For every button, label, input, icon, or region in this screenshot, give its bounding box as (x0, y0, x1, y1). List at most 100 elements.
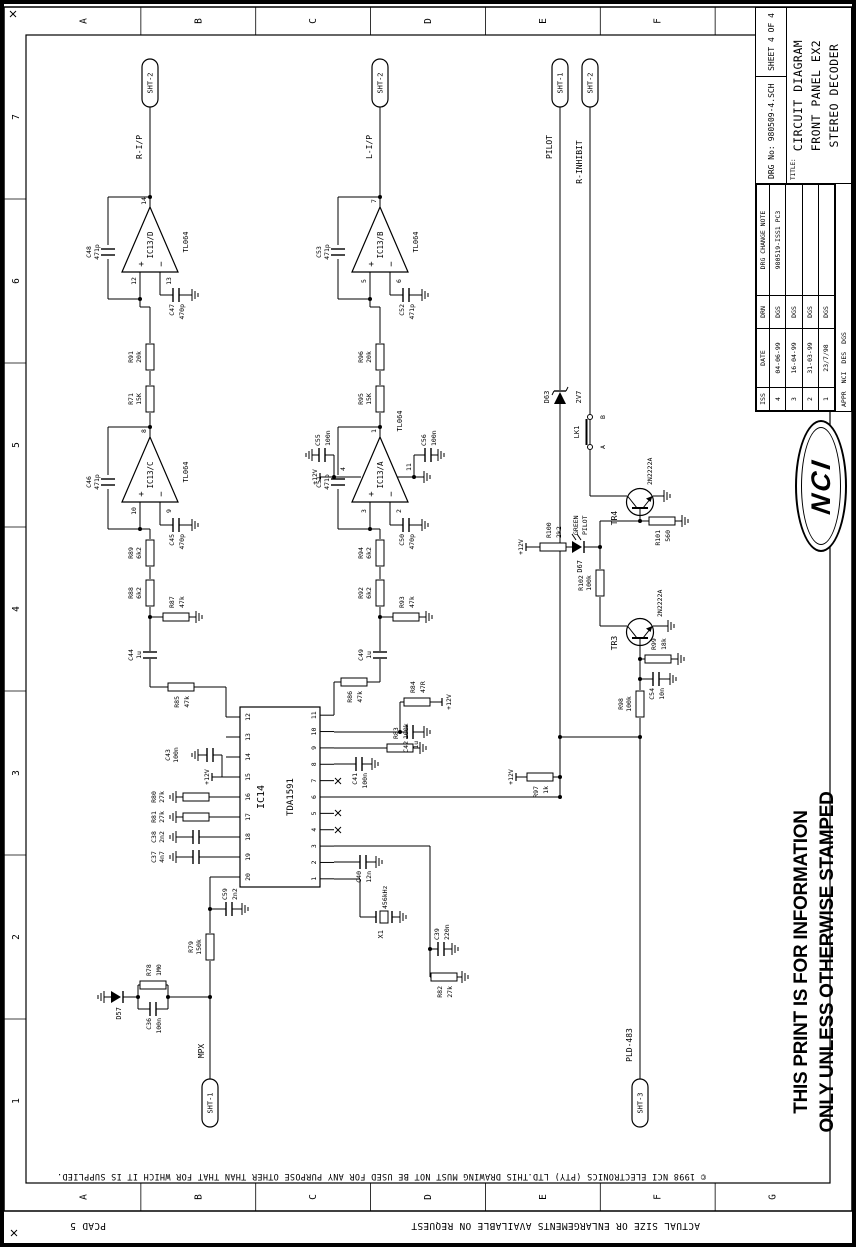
svg-text:C59: C59 (221, 888, 229, 900)
transistor-TR3 (625, 617, 655, 647)
svg-text:IC13/A: IC13/A (376, 461, 385, 489)
svg-text:2n2: 2n2 (158, 831, 166, 843)
junction-dot (138, 297, 142, 301)
svg-text:4: 4 (339, 467, 347, 471)
ground-icon (191, 289, 199, 301)
junction-dot (638, 657, 642, 661)
svg-text:C53: C53 (315, 246, 323, 258)
svg-text:R83: R83 (392, 727, 400, 739)
revision-cell: 04-06-99 (769, 328, 786, 388)
svg-text:15: 15 (244, 773, 252, 781)
svg-text:R98: R98 (617, 698, 625, 710)
junction-dot (368, 297, 372, 301)
svg-text:C55: C55 (314, 434, 322, 446)
svg-text:456kHz: 456kHz (381, 885, 389, 909)
svg-text:6: 6 (395, 279, 403, 283)
svg-text:1M0: 1M0 (155, 964, 163, 976)
svg-text:R93: R93 (398, 596, 406, 608)
svg-text:47k: 47k (178, 596, 186, 608)
stamp-line2: ONLY UNLESS OTHERWISE STAMPED (816, 791, 838, 1133)
sheet-connector: SHT-2 (141, 58, 159, 108)
svg-text:14: 14 (140, 197, 148, 205)
svg-text:9: 9 (165, 509, 173, 513)
svg-text:+12V: +12V (507, 769, 515, 785)
ground-icon (669, 673, 677, 685)
svg-text:R89: R89 (127, 547, 135, 559)
svg-text:+12V: +12V (517, 539, 525, 555)
svg-text:13: 13 (244, 733, 252, 741)
svg-text:IC13/D: IC13/D (146, 231, 155, 259)
svg-text:A: A (78, 18, 89, 24)
svg-text:18k: 18k (660, 638, 668, 650)
svg-text:E: E (538, 1194, 549, 1200)
transistor-TR4 (625, 487, 655, 517)
svg-text:R97: R97 (532, 786, 540, 798)
svg-text:6k2: 6k2 (135, 547, 143, 559)
ground-icon (195, 611, 203, 623)
ground-icon (169, 851, 177, 863)
junction-dot (148, 615, 152, 619)
ground-symbols (97, 289, 689, 1003)
svg-text:TL064: TL064 (396, 410, 404, 431)
svg-text:SHT-2: SHT-2 (377, 72, 385, 93)
svg-text:R88: R88 (127, 587, 135, 599)
svg-text:8: 8 (140, 429, 148, 433)
junction-dot (166, 995, 170, 999)
svg-text:2k2: 2k2 (555, 526, 563, 538)
svg-text:SHT-2: SHT-2 (587, 72, 595, 93)
revision-cell: 1 (818, 387, 835, 411)
junction-dot (598, 545, 602, 549)
revision-cell: 2 (802, 387, 819, 411)
svg-text:D63: D63 (543, 391, 551, 404)
ground-icon (421, 289, 429, 301)
svg-text:15K: 15K (135, 393, 143, 405)
svg-text:17: 17 (244, 813, 252, 821)
svg-text:13: 13 (165, 277, 173, 285)
ground-icon (169, 791, 177, 803)
svg-text:471p: 471p (93, 474, 101, 490)
revision-cell: 23/7/98 (818, 328, 835, 388)
svg-text:4: 4 (11, 606, 22, 612)
junction-dot (138, 527, 142, 531)
drg-label: DRG No: (766, 145, 776, 179)
junction-dot (378, 195, 382, 199)
svg-text:100n: 100n (155, 1018, 163, 1034)
svg-text:R92: R92 (357, 587, 365, 599)
ground-icon (191, 749, 199, 761)
svg-text:11: 11 (405, 463, 413, 471)
power-flag-icon: +12V (436, 694, 453, 710)
svg-text:2N2222A: 2N2222A (656, 590, 664, 617)
svg-text:C45: C45 (168, 534, 176, 546)
svg-text:D: D (423, 18, 434, 24)
svg-text:100n: 100n (172, 747, 180, 763)
svg-text:C52: C52 (398, 304, 406, 316)
power-flag-icon: +12V (517, 539, 532, 555)
copyright-text: © 1998 NCI ELECTRONICS (PTY) LTD. (527, 1171, 706, 1181)
svg-text:C39: C39 (433, 928, 441, 940)
svg-text:−: − (157, 261, 167, 267)
svg-text:R79: R79 (187, 941, 195, 953)
svg-text:IC13/B: IC13/B (376, 231, 385, 259)
svg-text:2V7: 2V7 (575, 391, 583, 404)
svg-text:TR3: TR3 (610, 636, 619, 651)
link-LK1 (585, 414, 593, 450)
svg-text:100k: 100k (625, 696, 633, 712)
svg-text:R87: R87 (168, 596, 176, 608)
ground-icon (97, 991, 105, 1003)
des-value: DGS (839, 332, 848, 344)
svg-text:B: B (193, 1194, 204, 1200)
svg-text:2N2222A: 2N2222A (646, 458, 654, 485)
